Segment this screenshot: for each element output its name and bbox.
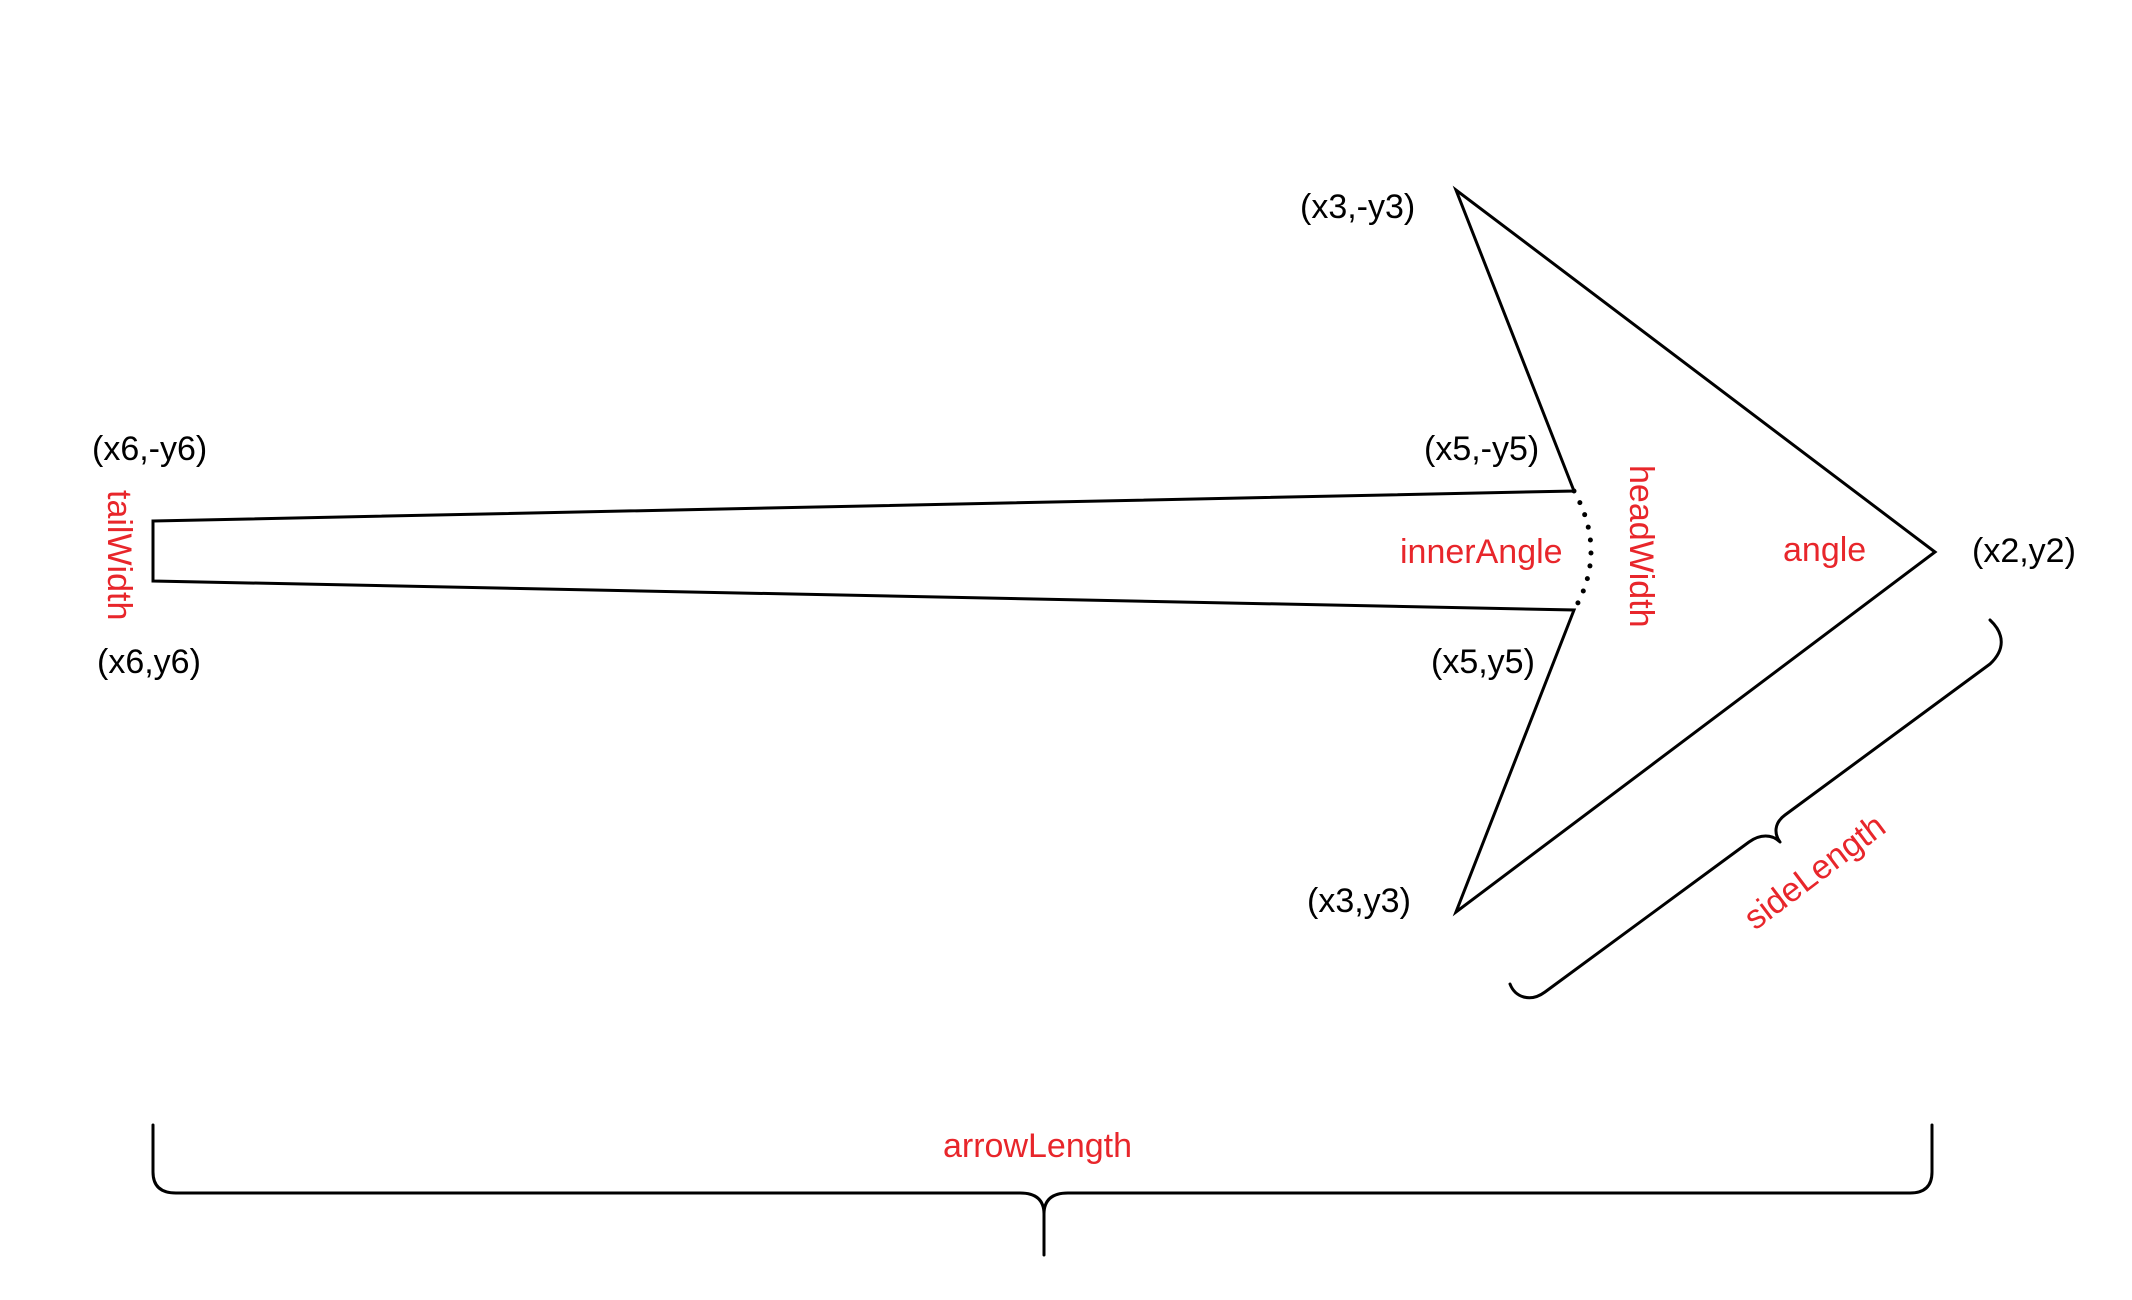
side-length-label: sideLength	[1737, 807, 1893, 937]
inner-angle-label: innerAngle	[1400, 533, 1563, 571]
head-width-label: headWidth	[1622, 465, 1660, 628]
point-label-x3-neg-y3: (x3,-y3)	[1300, 188, 1415, 226]
arrow-outline	[151, 185, 1938, 917]
side-length-brace	[1508, 618, 2003, 1000]
point-label-x2-y2: (x2,y2)	[1972, 532, 2076, 570]
angle-label: angle	[1783, 531, 1866, 569]
point-label-x3-y3: (x3,y3)	[1307, 882, 1411, 920]
point-label-x6-neg-y6: (x6,-y6)	[92, 430, 207, 468]
inner-angle-arc	[1571, 488, 1594, 613]
point-label-x6-y6: (x6,y6)	[97, 643, 201, 681]
point-label-x5-neg-y5: (x5,-y5)	[1424, 430, 1539, 468]
tail-width-label: tailWidth	[100, 490, 138, 620]
point-label-x5-y5: (x5,y5)	[1431, 643, 1535, 681]
arrow-length-brace	[151, 1123, 1934, 1257]
arrow-length-label: arrowLength	[943, 1127, 1132, 1165]
